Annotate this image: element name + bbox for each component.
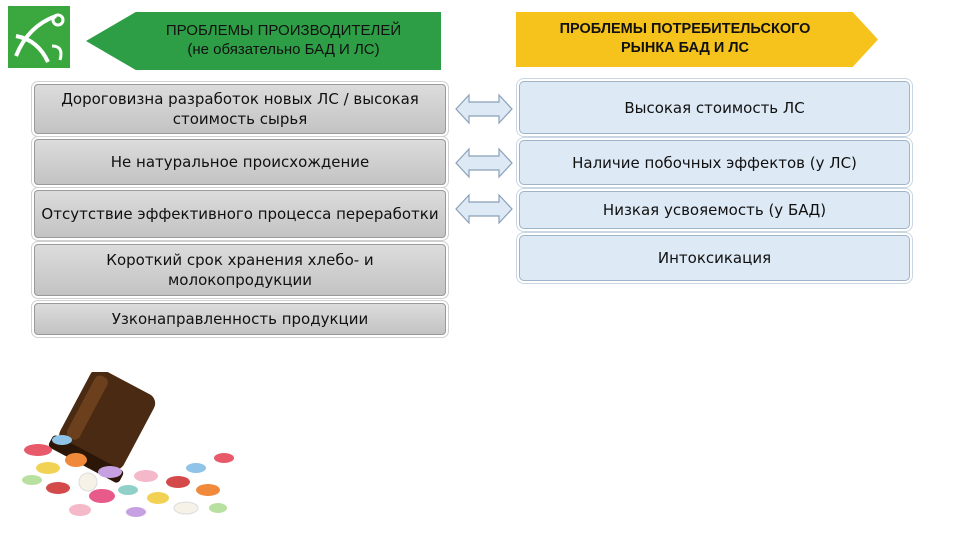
consumer-problem-1: Высокая стоимость ЛС: [519, 81, 910, 134]
double-arrow-icon: [455, 146, 513, 180]
consumer-problem-3: Низкая усвояемость (у БАД): [519, 191, 910, 229]
producer-problem-4: Короткий срок хранения хлебо- и молокопр…: [34, 244, 446, 296]
double-arrow-icon: [455, 192, 513, 226]
header-producers: ПРОБЛЕМЫ ПРОИЗВОДИТЕЛЕЙ (не обязательно …: [86, 12, 441, 70]
header-producers-title: ПРОБЛЕМЫ ПРОИЗВОДИТЕЛЕЙ: [165, 22, 402, 39]
producer-problem-3: Отсутствие эффективного процесса перераб…: [34, 190, 446, 238]
header-consumers: ПРОБЛЕМЫ ПОТРЕБИТЕЛЬСКОГО РЫНКА БАД И ЛС: [516, 12, 878, 67]
consumer-problem-4: Интоксикация: [519, 235, 910, 281]
producer-problem-5: Узконаправленность продукции: [34, 303, 446, 335]
producer-problem-1: Дороговизна разработок новых ЛС / высока…: [34, 84, 446, 134]
header-consumers-title: ПРОБЛЕМЫ ПОТРЕБИТЕЛЬСКОГО: [559, 21, 811, 37]
header-producers-subtitle: (не обязательно БАД И ЛС): [187, 41, 380, 58]
producer-problem-2: Не натуральное происхождение: [34, 139, 446, 185]
consumer-problem-2: Наличие побочных эффектов (у ЛС): [519, 140, 910, 185]
header-consumers-title-line2: РЫНКА БАД И ЛС: [620, 40, 750, 56]
pills-illustration: [18, 368, 240, 522]
logo-icon: [8, 6, 70, 68]
double-arrow-icon: [455, 92, 513, 126]
